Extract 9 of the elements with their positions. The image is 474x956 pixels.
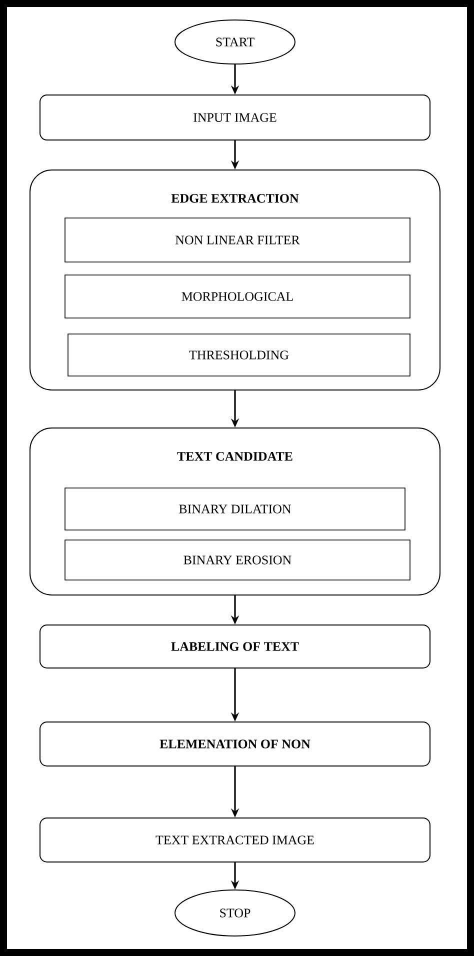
step-box: BINARY DILATION — [64, 488, 406, 530]
process-box: TEXT EXTRACTED IMAGE — [40, 818, 430, 862]
process-box: INPUT IMAGE — [40, 94, 430, 140]
step-box: THRESHOLDING — [68, 334, 410, 376]
process-box: ELEMENATION OF NON — [40, 722, 430, 766]
process-box: LABELING OF TEXT — [40, 624, 430, 668]
step-box: MORPHOLOGICAL — [64, 274, 410, 318]
step-box: NON LINEAR FILTER — [64, 218, 410, 262]
step-box: BINARY EROSION — [64, 540, 410, 580]
